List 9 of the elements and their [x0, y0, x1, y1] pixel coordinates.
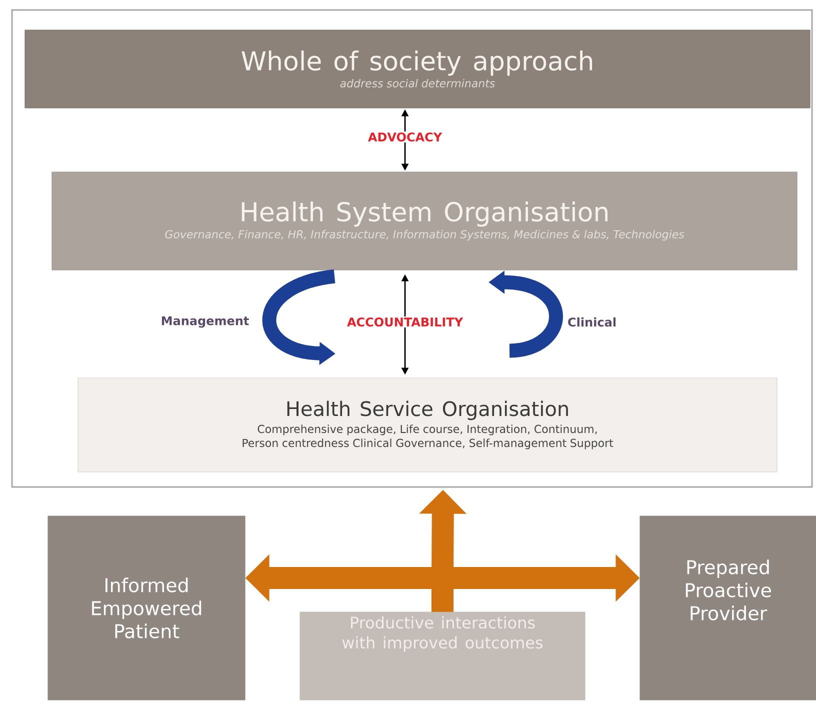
box-text: Health System Organisation Governance, Finance, HR, Infrastructure, Information Systems, Medicines & labs, Technologies — [165, 201, 684, 241]
box-text: Informed Empowered Patient — [92, 578, 202, 638]
box-text: Health Service Organisation Comprehensive package, Life course, Integration, Continuum, Person centredness Clinical Governance, Self-management Support — [242, 400, 614, 450]
box-text: Whole of society approach address social determinants — [242, 50, 592, 88]
edge-label: Management — [162, 316, 249, 328]
edge-label: ADVOCACY — [366, 131, 444, 143]
edge-label: ACCOUNTABILITY — [346, 316, 464, 328]
edge-label: Clinical — [568, 317, 616, 327]
box-text: Prepared Proactive Provider — [686, 560, 771, 620]
